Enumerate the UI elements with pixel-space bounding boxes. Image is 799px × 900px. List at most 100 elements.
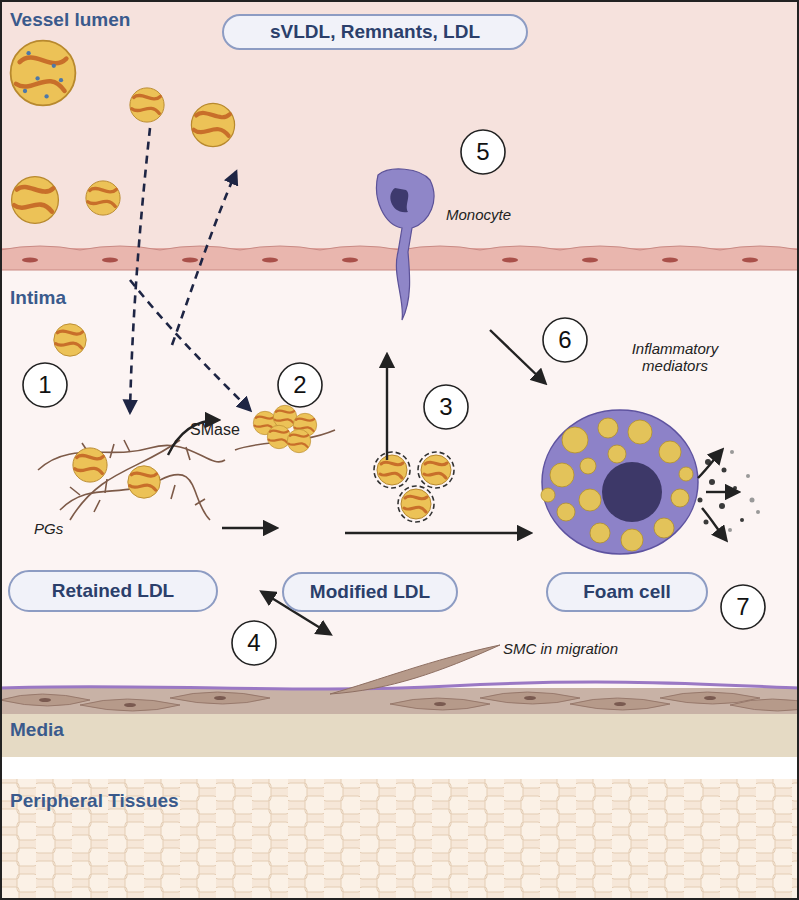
process-arrows [168,330,738,634]
endothelium-part-part [662,258,678,263]
foam-cell-part-part [562,427,588,453]
foam-cell-part-part [541,488,555,502]
foam-cell-part [542,410,698,554]
foam-cell [541,410,698,554]
background-layers-part [0,712,799,757]
foam-cell-part-part [671,489,689,507]
retained-ldl-part [128,466,160,498]
foam-cell-part-part [659,441,681,463]
smooth-muscle-layer-part-part [704,696,716,700]
process-arrows-part [706,491,738,493]
smooth-muscle-layer [0,645,799,714]
foam-cell-part-part [557,503,575,521]
callout-circle: 5 [459,128,507,176]
callout-number: 6 [558,326,571,354]
callout-number: 3 [439,393,452,421]
monocyte-part [390,188,408,212]
lumen-lipoproteins-part [130,88,164,122]
lumen-lipoproteins [11,41,235,357]
smooth-muscle-layer-part [0,682,799,689]
inflammatory-mediators-part-part [756,510,760,514]
endothelium-part-part [102,258,118,263]
annotation-label: PGs [34,520,63,537]
callout-circle: 3 [422,383,470,431]
smooth-muscle-layer-part-part [170,692,270,704]
lumen-lipoproteins-part [11,41,76,106]
foam-cell-part-part [654,518,674,538]
retained-ldl-part [73,448,107,482]
region-label: Intima [10,287,66,309]
foam-cell-part-part [590,523,610,543]
smooth-muscle-layer-part-part [390,698,490,710]
smooth-muscle-layer-part-part [570,698,670,710]
inflammatory-mediators-part-part [740,518,744,522]
label-box: Foam cell [546,572,708,612]
modified-ldl-part [418,452,454,488]
foam-cell-part [602,462,662,522]
inflammatory-mediators-part-part [730,450,734,454]
endothelium-part-part [502,258,518,263]
endothelium-part-part [342,258,358,263]
endothelium-part-part [262,258,278,263]
endothelium-part-part [582,258,598,263]
callout-number: 2 [293,371,306,399]
annotation-label: Monocyte [446,206,511,223]
foam-cell-part-part [628,420,652,444]
retained-ldl [73,448,160,498]
inflammatory-mediators-part-part [733,486,737,490]
process-arrows-part [698,450,722,478]
endothelium-part-part [182,258,198,263]
inflammatory-mediators-part-part [719,503,725,509]
inflammatory-mediators-part-part [704,520,709,525]
smooth-muscle-layer-part-part [39,698,51,702]
process-arrows-part [702,508,726,540]
transport-arrows [130,128,250,412]
callout-circle: 1 [21,361,69,409]
inflammatory-mediators-part-part [709,479,715,485]
annotation-label: Inflammatory mediators [612,340,738,374]
callout-number: 1 [38,371,51,399]
inflammatory-mediators-part-part [728,528,732,532]
callout-circle: 6 [541,316,589,364]
smooth-muscle-layer-part-part [480,692,580,704]
inflammatory-mediators [698,450,761,532]
smooth-muscle-layer-part [39,696,716,707]
smooth-muscle-layer-part [0,692,799,711]
smooth-muscle-layer-part-part [524,696,536,700]
smooth-muscle-layer-part-part [124,703,136,707]
region-label: Vessel lumen [10,9,130,31]
modified-ldl [374,452,454,522]
annotation-label: SMC in migration [503,640,618,657]
background-layers-part [0,250,799,690]
region-label: Peripheral Tissues [10,790,179,812]
aggregated-ldl [235,405,335,452]
box-label: Foam cell [583,581,671,603]
proteoglycans [38,440,225,520]
smooth-muscle-layer-part-part [730,699,799,711]
lumen-lipoproteins-part [12,177,59,224]
foam-cell-part-part [608,445,626,463]
lumen-lipoproteins-part [54,324,86,356]
callout-circle: 4 [230,619,278,667]
callout-number: 4 [247,629,260,657]
foam-cell-part-part [598,418,618,438]
endothelium-part-part [22,258,38,263]
foam-cell-part-part [580,458,596,474]
monocyte-part [377,169,434,320]
foam-cell-part-part [621,529,643,551]
background-layers-part [0,757,799,779]
aggregated-ldl-part [287,429,310,452]
process-arrows-part [222,527,276,529]
smooth-muscle-layer-part-part [214,696,226,700]
proteoglycans-part [70,440,205,512]
endothelium-part [22,258,758,263]
callout-number: 7 [736,593,749,621]
foam-cell-part-part [579,489,601,511]
transport-arrows-part [130,128,150,412]
callout-circle: 7 [719,583,767,631]
smooth-muscle-layer-part-part [0,694,90,706]
box-label: Retained LDL [52,580,174,602]
